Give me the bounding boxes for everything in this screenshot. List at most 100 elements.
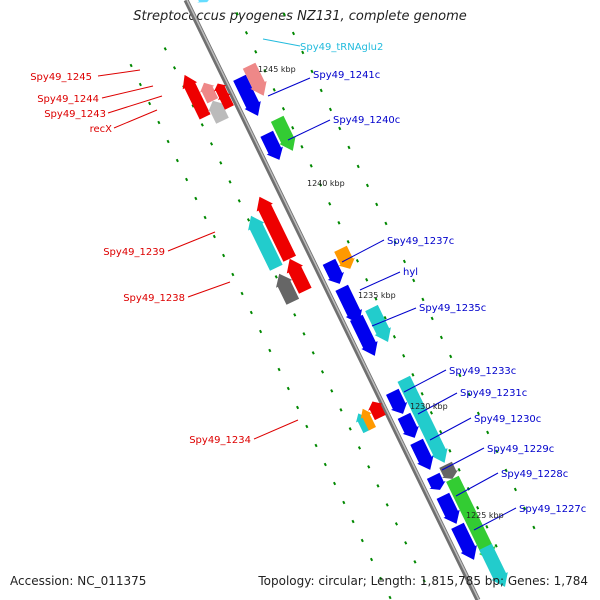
leader-line: [455, 472, 499, 497]
guide-dot: [296, 405, 300, 410]
guide-dot: [338, 126, 342, 131]
leader-line: [113, 109, 158, 129]
gene-label-reverse[interactable]: Spy49_1239: [103, 247, 165, 258]
gene-label-reverse[interactable]: Spy49_1243: [44, 109, 106, 120]
guide-dot: [282, 12, 286, 17]
gene-label-forward[interactable]: Spy49_1229c: [487, 444, 554, 455]
gene-label-reverse[interactable]: Spy49_1238: [123, 293, 185, 304]
leader-line: [371, 307, 417, 327]
gene-arrow: [197, 0, 209, 3]
guide-dot: [337, 221, 341, 225]
guide-dot: [244, 31, 249, 35]
genome-summary-text: Topology: circular; Length: 1,815,785 bp…: [258, 574, 588, 588]
guide-dot: [383, 316, 387, 320]
genome-backbone: [183, 0, 481, 600]
guide-dot: [263, 69, 267, 73]
guide-dot: [194, 196, 198, 201]
guide-dot: [212, 234, 216, 239]
leader-line: [417, 392, 458, 415]
guide-dot: [439, 430, 443, 434]
gene-arrow: [256, 196, 296, 262]
guide-dot: [392, 335, 396, 339]
gene-arrow: [218, 91, 234, 110]
leader-line: [403, 369, 447, 393]
leader-line: [441, 447, 485, 471]
gene-label-forward[interactable]: Spy49_1231c: [460, 388, 527, 399]
gene-arrow: [436, 492, 460, 524]
guide-dot: [339, 408, 343, 412]
guide-dot: [384, 221, 388, 226]
gene-arrow: [397, 412, 419, 438]
label-leader-lines: [97, 38, 517, 531]
guide-dot: [532, 525, 536, 530]
guide-dot: [219, 161, 223, 165]
gene-label-forward[interactable]: Spy49_1235c: [419, 303, 486, 314]
guide-dot: [379, 576, 383, 581]
gene-arrow: [439, 461, 459, 479]
gene-arrow: [386, 388, 408, 414]
gene-label-forward[interactable]: Spy49_1228c: [501, 469, 568, 480]
guide-dot: [311, 351, 315, 355]
guide-dot: [240, 291, 244, 296]
guide-dot: [291, 126, 295, 130]
guide-dot: [291, 31, 296, 36]
guide-dot: [402, 259, 406, 264]
guide-dot: [185, 177, 189, 182]
leader-line: [107, 95, 163, 114]
gene-arrow: [368, 401, 386, 421]
gene-label-reverse[interactable]: Spy49_1244: [37, 94, 99, 105]
gene-label-forward[interactable]: Spy49_1241c: [313, 70, 380, 81]
guide-dot: [467, 392, 471, 397]
guide-dot: [277, 367, 281, 372]
guide-dot: [319, 88, 323, 93]
guide-dot: [404, 541, 408, 545]
guide-dot: [365, 278, 369, 282]
gene-arrow: [426, 472, 446, 490]
guide-dot: [348, 427, 352, 431]
guide-dot: [347, 145, 351, 150]
gene-label-forward[interactable]: Spy49_1237c: [387, 236, 454, 247]
leader-line: [97, 69, 141, 77]
gene-label-forward[interactable]: Spy49_1233c: [449, 366, 516, 377]
guide-dot: [172, 66, 177, 70]
leader-line: [473, 507, 517, 531]
guide-dot: [495, 449, 499, 454]
gene-label-forward[interactable]: hyl: [403, 267, 418, 278]
gene-label-forward[interactable]: Spy49_1227c: [519, 504, 586, 515]
gene-label-reverse[interactable]: Spy49_1234: [189, 435, 251, 446]
gene-arrow: [360, 408, 376, 431]
gene-arrow: [479, 543, 508, 587]
guide-dot: [191, 104, 195, 108]
gene-label-forward[interactable]: Spy49_1230c: [474, 414, 541, 425]
guide-dot: [342, 500, 346, 505]
guide-dot: [200, 123, 204, 127]
guide-dot: [301, 50, 305, 55]
guide-dot: [375, 202, 379, 207]
gene-arrow: [233, 74, 261, 116]
gene-label-reverse[interactable]: recX: [90, 124, 113, 135]
guide-dot: [222, 253, 226, 258]
leader-line: [267, 77, 311, 97]
guide-dot: [148, 101, 152, 106]
guide-dot: [259, 329, 263, 334]
guide-dot: [166, 139, 170, 144]
guide-dot: [485, 525, 489, 529]
guide-dot: [328, 202, 332, 206]
guide-dot: [513, 487, 517, 492]
guide-dot: [494, 544, 498, 548]
gene-label-reverse[interactable]: Spy49_1245: [30, 72, 92, 83]
guide-dot: [393, 240, 397, 245]
gene-arrow: [248, 215, 283, 271]
scale-label: 1230 kbp: [410, 402, 448, 411]
gene-label-rna[interactable]: Spy49_tRNAglu2: [300, 42, 383, 53]
guide-dot: [328, 107, 333, 112]
guide-dot: [318, 183, 322, 187]
gene-arrow: [286, 258, 312, 294]
guide-dot: [429, 411, 433, 415]
guide-dot: [314, 443, 318, 448]
guide-dot: [486, 430, 490, 435]
guide-dot: [293, 313, 297, 317]
gene-label-forward[interactable]: Spy49_1240c: [333, 115, 400, 126]
backbone-line: [183, 0, 481, 600]
